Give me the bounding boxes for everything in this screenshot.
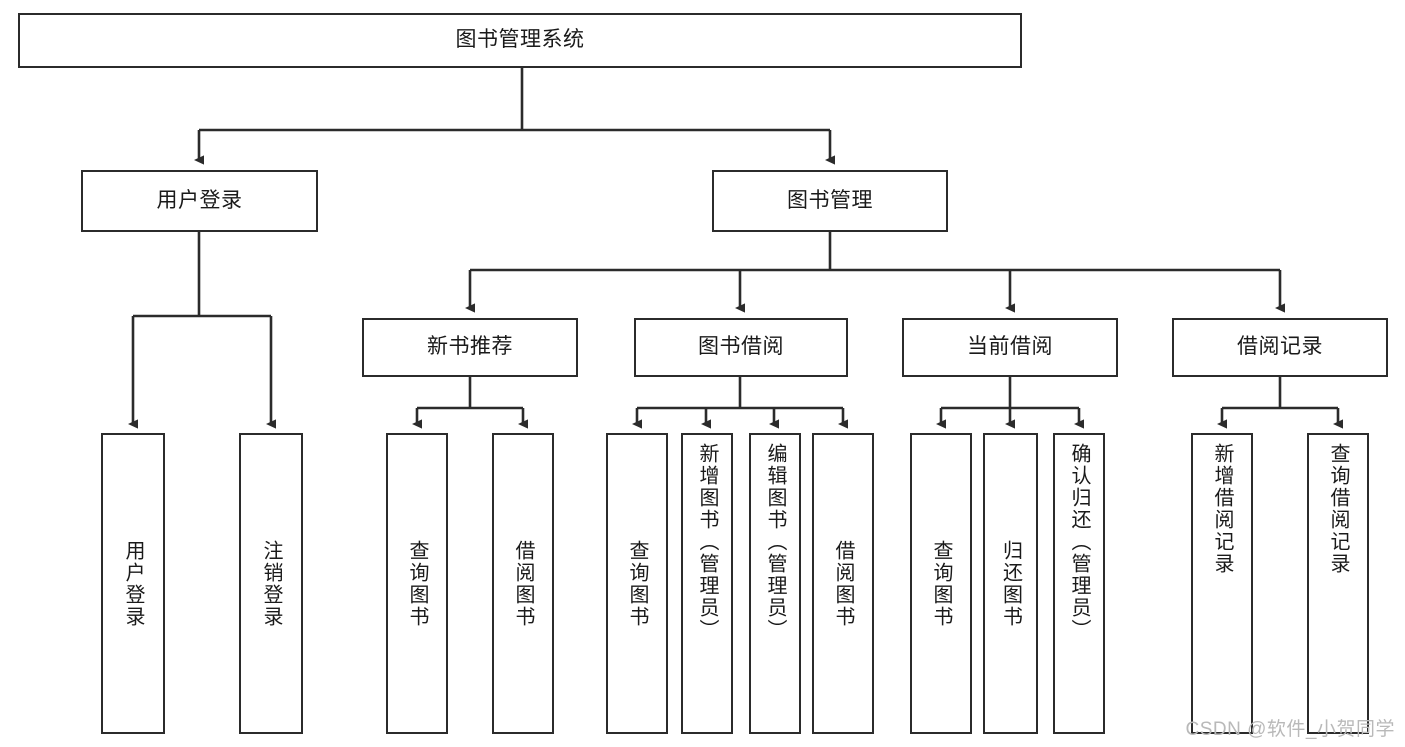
node-user-login-label: 用户登录 — [156, 188, 243, 212]
node-root-label: 图书管理系统 — [455, 28, 585, 52]
node-leaf-query-record[interactable]: 查询借阅记录 — [1307, 433, 1369, 734]
node-leaf-query-record-label: 查询借阅记录 — [1327, 443, 1349, 575]
node-leaf-query-book-2[interactable]: 查询图书 — [606, 433, 668, 734]
node-book-management-label: 图书管理 — [787, 188, 873, 212]
node-current-borrow[interactable]: 当前借阅 — [902, 318, 1118, 377]
node-leaf-confirm-return[interactable]: 确认归还（管理员） — [1053, 433, 1105, 734]
node-new-book-recommend-label: 新书推荐 — [427, 335, 513, 359]
node-leaf-add-book-label: 新增图书（管理员） — [696, 443, 718, 641]
node-leaf-logout-label: 注销登录 — [260, 539, 282, 628]
node-leaf-query-book-3-label: 查询图书 — [930, 539, 952, 628]
node-leaf-logout[interactable]: 注销登录 — [239, 433, 303, 734]
node-new-book-recommend[interactable]: 新书推荐 — [362, 318, 578, 377]
node-leaf-add-record-label: 新增借阅记录 — [1211, 443, 1233, 575]
node-leaf-return-book[interactable]: 归还图书 — [983, 433, 1038, 734]
node-book-borrow-label: 图书借阅 — [698, 335, 784, 359]
node-root[interactable]: 图书管理系统 — [18, 13, 1022, 68]
node-user-login[interactable]: 用户登录 — [81, 170, 318, 232]
node-book-management[interactable]: 图书管理 — [712, 170, 948, 232]
node-borrow-record[interactable]: 借阅记录 — [1172, 318, 1388, 377]
node-current-borrow-label: 当前借阅 — [967, 335, 1053, 359]
node-leaf-add-record[interactable]: 新增借阅记录 — [1191, 433, 1253, 734]
node-borrow-record-label: 借阅记录 — [1237, 335, 1323, 359]
node-leaf-add-book[interactable]: 新增图书（管理员） — [681, 433, 733, 734]
node-leaf-user-login-label: 用户登录 — [122, 539, 144, 628]
node-leaf-confirm-return-label: 确认归还（管理员） — [1068, 443, 1090, 641]
node-leaf-user-login[interactable]: 用户登录 — [101, 433, 165, 734]
node-leaf-query-book-2-label: 查询图书 — [626, 539, 648, 628]
node-leaf-query-book-3[interactable]: 查询图书 — [910, 433, 972, 734]
node-leaf-return-book-label: 归还图书 — [999, 539, 1022, 628]
node-leaf-edit-book[interactable]: 编辑图书（管理员） — [749, 433, 801, 734]
node-leaf-query-book-1[interactable]: 查询图书 — [386, 433, 448, 734]
node-leaf-query-book-1-label: 查询图书 — [406, 539, 428, 628]
node-leaf-borrow-book-2-label: 借阅图书 — [832, 539, 854, 628]
node-leaf-borrow-book-2[interactable]: 借阅图书 — [812, 433, 874, 734]
node-leaf-borrow-book-1[interactable]: 借阅图书 — [492, 433, 554, 734]
watermark-text: CSDN @软件_小贺同学 — [1185, 719, 1395, 740]
node-book-borrow[interactable]: 图书借阅 — [634, 318, 848, 377]
node-leaf-edit-book-label: 编辑图书（管理员） — [764, 443, 786, 641]
node-leaf-borrow-book-1-label: 借阅图书 — [512, 539, 534, 628]
